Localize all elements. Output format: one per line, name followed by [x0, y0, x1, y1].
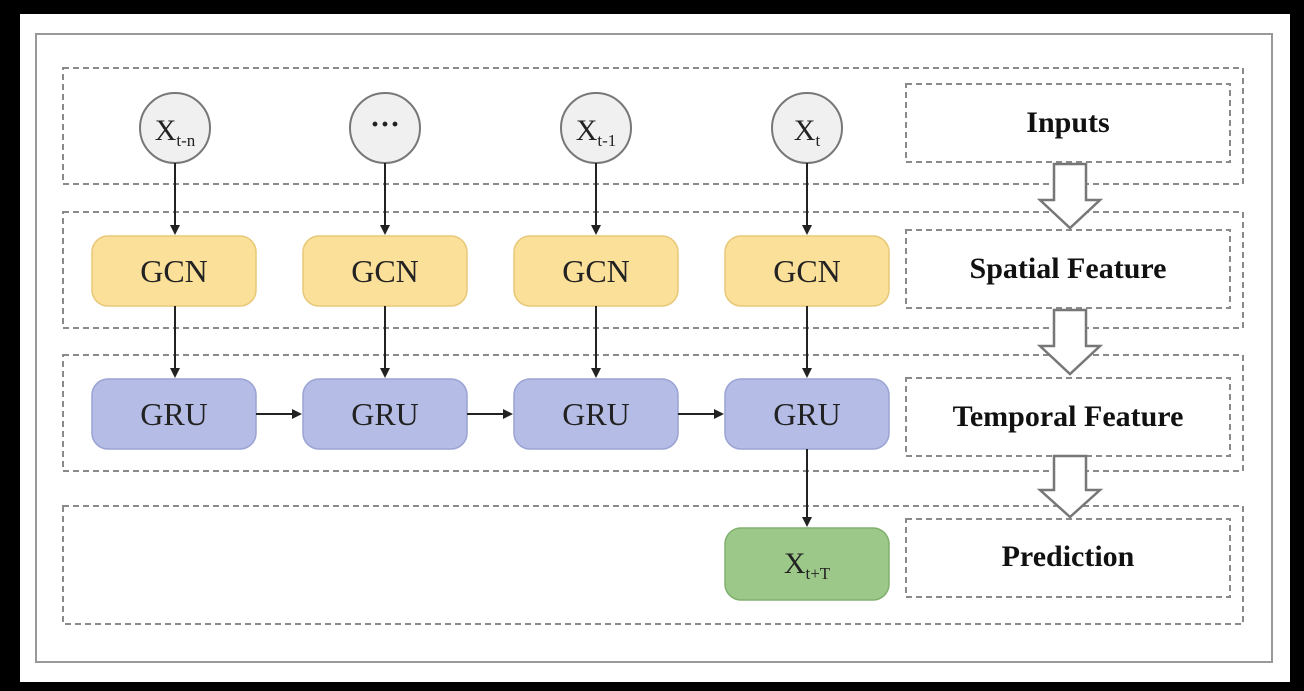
svg-text:Temporal Feature: Temporal Feature [953, 400, 1184, 433]
svg-text:Spatial Feature: Spatial Feature [970, 252, 1167, 285]
svg-text:Xt-n: Xt-n [155, 114, 196, 150]
input-node: ··· [349, 92, 421, 164]
gru-block: GRU [724, 378, 890, 450]
row-prediction-group [62, 505, 1244, 625]
outer-frame [35, 33, 1273, 663]
stage-label-spatial: Spatial Feature [905, 229, 1231, 309]
row-temporal-group [62, 354, 1244, 472]
svg-text:GRU: GRU [562, 396, 630, 432]
stage-label-inputs: Inputs [905, 83, 1231, 163]
svg-text:GCN: GCN [140, 253, 208, 289]
svg-text:GCN: GCN [773, 253, 841, 289]
svg-text:Xt+T: Xt+T [784, 547, 831, 583]
stage-label-prediction: Prediction [905, 518, 1231, 598]
gcn-block: GCN [724, 235, 890, 307]
svg-text:Xt-1: Xt-1 [576, 114, 617, 150]
flow-arrow-down-icon [1036, 162, 1104, 230]
svg-text:Prediction: Prediction [1002, 540, 1135, 573]
gcn-block: GCN [91, 235, 257, 307]
stage-label-temporal: Temporal Feature [905, 377, 1231, 457]
row-inputs-group [62, 67, 1244, 185]
input-node: Xt-1 [560, 92, 632, 164]
flow-arrow-down-icon [1036, 308, 1104, 376]
input-node: Xt [771, 92, 843, 164]
svg-text:···: ··· [370, 108, 400, 141]
svg-text:GCN: GCN [351, 253, 419, 289]
gru-block: GRU [302, 378, 468, 450]
svg-text:Inputs: Inputs [1026, 106, 1109, 139]
row-spatial-group [62, 211, 1244, 329]
gcn-block: GCN [513, 235, 679, 307]
svg-text:GRU: GRU [351, 396, 419, 432]
input-node: Xt-n [139, 92, 211, 164]
gru-block: GRU [91, 378, 257, 450]
svg-text:GCN: GCN [562, 253, 630, 289]
svg-text:Xt: Xt [794, 114, 821, 150]
svg-text:GRU: GRU [140, 396, 208, 432]
gcn-block: GCN [302, 235, 468, 307]
flow-arrow-down-icon [1036, 454, 1104, 519]
gru-block: GRU [513, 378, 679, 450]
svg-text:GRU: GRU [773, 396, 841, 432]
output-block: Xt+T [724, 527, 890, 601]
